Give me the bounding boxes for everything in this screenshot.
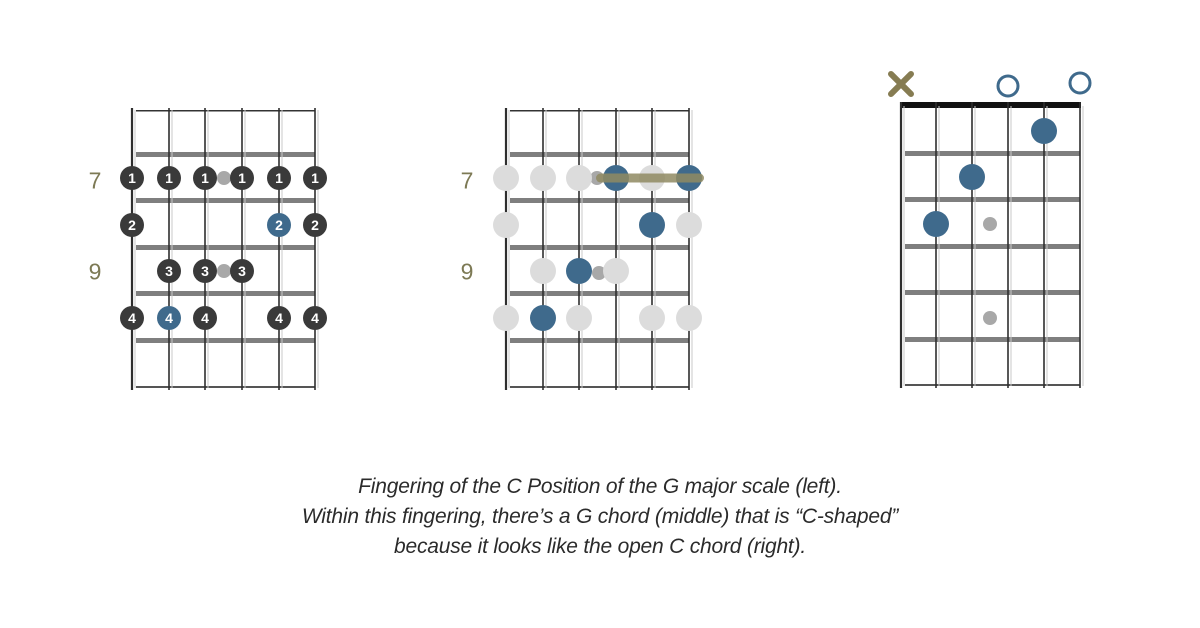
finger-note-dot [120, 166, 144, 190]
board-bottom-edge [905, 384, 1080, 386]
finger-number: 4 [128, 310, 136, 326]
fret-bar [136, 152, 315, 157]
root-note-dot [157, 306, 181, 330]
board-bottom-edge [136, 386, 315, 388]
finger-note-dot [120, 213, 144, 237]
fret-number-label: 7 [88, 167, 102, 194]
root-note-dot [267, 213, 291, 237]
caption-line-3: because it looks like the open C chord (… [394, 535, 806, 558]
open-string-o-icon [1068, 71, 1092, 95]
finger-number: 1 [238, 170, 246, 186]
board-top-edge [510, 110, 689, 112]
ghost-note-dot [530, 258, 556, 284]
finger-note-dot [267, 166, 291, 190]
ghost-note-dot [530, 165, 556, 191]
finger-number: 1 [165, 170, 173, 186]
fretboard-g-chord-c-shape [493, 108, 704, 390]
fret-bar [510, 152, 689, 157]
finger-note-dot [120, 306, 144, 330]
finger-note-dot [230, 166, 254, 190]
inlay-dot [217, 171, 231, 185]
inlay-dot [217, 264, 231, 278]
fret-bar [510, 198, 689, 203]
finger-number: 1 [128, 170, 136, 186]
fret-bar [136, 291, 315, 296]
finger-number: 2 [128, 217, 136, 233]
x-stroke [888, 71, 914, 97]
fretboard-open-c-chord [888, 71, 1092, 388]
ghost-note-dot [676, 212, 702, 238]
inlay-dot [983, 311, 997, 325]
fret-bar [510, 245, 689, 250]
root-note-dot [639, 212, 665, 238]
barre-bar [596, 173, 704, 183]
finger-number: 1 [275, 170, 283, 186]
finger-note-dot [303, 166, 327, 190]
fret-bar [136, 338, 315, 343]
nut [900, 102, 1081, 108]
finger-number: 2 [275, 217, 283, 233]
finger-number: 2 [311, 217, 319, 233]
board-bottom-edge [510, 386, 689, 388]
finger-number: 1 [201, 170, 209, 186]
fret-bar [905, 244, 1080, 249]
finger-number: 4 [165, 310, 173, 326]
finger-note-dot [193, 306, 217, 330]
finger-number: 3 [201, 263, 209, 279]
root-note-dot [566, 258, 592, 284]
root-note-dot [1031, 118, 1057, 144]
ghost-note-dot [566, 305, 592, 331]
ghost-note-dot [603, 258, 629, 284]
inlay-dot [592, 266, 606, 280]
finger-number: 3 [238, 263, 246, 279]
caption-line-2: Within this fingering, there’s a G chord… [301, 505, 899, 528]
ghost-note-dot [493, 212, 519, 238]
root-note-dot [959, 164, 985, 190]
ghost-note-dot [566, 165, 592, 191]
open-string-o-icon [996, 74, 1020, 98]
root-note-dot [923, 211, 949, 237]
figure-caption: Fingering of the C Position of the G maj… [0, 472, 1200, 562]
finger-note-dot [267, 306, 291, 330]
ghost-note-dot [493, 165, 519, 191]
finger-number: 4 [311, 310, 319, 326]
finger-note-dot [193, 259, 217, 283]
fret-number-label: 7 [460, 167, 474, 194]
finger-note-dot [230, 259, 254, 283]
fret-bar [510, 291, 689, 296]
finger-number: 1 [311, 170, 319, 186]
root-note-dot [530, 305, 556, 331]
fretboard-scale-fingering: 1 1 1 1 1 1 2 2 3 3 3 4 4 4 4 2 4 [120, 108, 327, 390]
finger-note-dot [303, 306, 327, 330]
inlay-dot [983, 217, 997, 231]
finger-note-dot [157, 259, 181, 283]
board-top-edge [136, 110, 315, 112]
fret-bar [905, 290, 1080, 295]
finger-note-dot [157, 166, 181, 190]
finger-number: 4 [201, 310, 209, 326]
ghost-note-dot [493, 305, 519, 331]
fret-number-label: 9 [88, 258, 102, 285]
fret-bar [510, 338, 689, 343]
ghost-note-dot [676, 305, 702, 331]
caption-line-1: Fingering of the C Position of the G maj… [358, 475, 842, 498]
fret-bar [905, 337, 1080, 342]
finger-note-dot [193, 166, 217, 190]
fret-bar [905, 197, 1080, 202]
fret-bar [905, 151, 1080, 156]
finger-number: 4 [275, 310, 283, 326]
fret-number-label: 9 [460, 258, 474, 285]
fret-bar [136, 198, 315, 203]
finger-note-dot [303, 213, 327, 237]
fret-bar [136, 245, 315, 250]
finger-number: 3 [165, 263, 173, 279]
muted-string-x-icon [888, 71, 914, 97]
ghost-note-dot [639, 305, 665, 331]
